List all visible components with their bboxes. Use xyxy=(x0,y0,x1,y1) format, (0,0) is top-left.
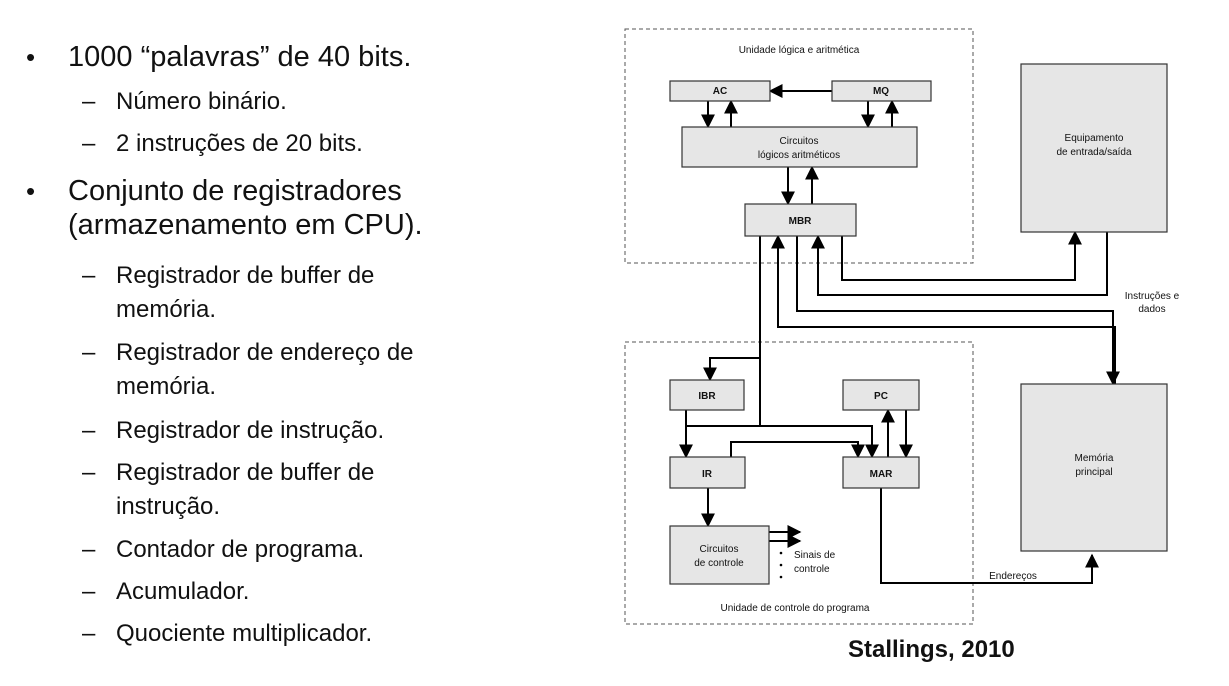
data-label-line-2: dados xyxy=(1138,304,1165,315)
sub-ibr: Registrador de buffer de instrução. xyxy=(82,456,375,524)
sub-mq: Quociente multiplicador. xyxy=(82,617,373,651)
data-label-line-1: Instruções e xyxy=(1125,291,1180,302)
control-signal-dots xyxy=(779,551,783,579)
sub-mbr-line-1: Registrador de buffer de xyxy=(116,262,375,289)
pc-register xyxy=(842,379,920,411)
pc-register-label: PC xyxy=(874,391,888,402)
sub-two-instructions-text: 2 instruções de 20 bits. xyxy=(116,130,363,157)
address-label: Endereços xyxy=(989,571,1037,582)
arithmetic-logic-circuits xyxy=(681,126,918,168)
control-signals-label-line-1: Sinais de xyxy=(794,550,836,561)
sub-ibr-line-2: instrução. xyxy=(116,493,221,520)
sub-pc: Contador de programa. xyxy=(82,533,365,567)
mq-register xyxy=(831,80,932,102)
source-caption: Stallings, 2010 xyxy=(848,636,1015,663)
ir-register-label: IR xyxy=(702,469,713,480)
sub-two-instructions: 2 instruções de 20 bits. xyxy=(82,127,363,161)
sub-ac: Acumulador. xyxy=(82,575,250,609)
main-memory-label-line-1: Memória xyxy=(1075,453,1114,464)
mar-register-label: MAR xyxy=(870,469,894,480)
alu-region-label: Unidade lógica e aritmética xyxy=(739,45,860,56)
main-memory-label-line-2: principal xyxy=(1075,467,1112,478)
io-label-line-2: de entrada/saída xyxy=(1056,147,1131,158)
ac-register xyxy=(669,80,771,102)
sub-binary-number-text: Número binário. xyxy=(116,88,287,115)
mbr-register xyxy=(744,203,857,237)
sub-mbr-line-2: memória. xyxy=(116,296,217,323)
control-signals-label-line-2: controle xyxy=(794,564,830,575)
mar-register xyxy=(842,456,920,489)
sub-ir-line-1: Registrador de instrução. xyxy=(116,417,385,444)
ias-architecture-diagram: Unidade lógica e aritmética Unidade de c… xyxy=(624,28,1180,625)
control-circuits-label-line-2: de controle xyxy=(694,558,744,569)
bullet-registers: Conjunto de registradores (armazenamento… xyxy=(26,174,423,242)
sub-mq-line-1: Quociente multiplicador. xyxy=(116,620,373,647)
alc-label-line-1: Circuitos xyxy=(780,136,819,147)
bullet-registers-line-2: (armazenamento em CPU). xyxy=(68,209,423,241)
sub-mbr: Registrador de buffer de memória. xyxy=(82,259,375,327)
mq-register-label: MQ xyxy=(873,86,889,97)
bullet-list: 1000 “palavras” de 40 bits. Número binár… xyxy=(0,0,600,686)
bullet-words: 1000 “palavras” de 40 bits. xyxy=(26,40,412,74)
control-circuits xyxy=(669,525,770,585)
bullet-registers-line-1: Conjunto de registradores xyxy=(68,175,402,207)
bullet-words-text: 1000 “palavras” de 40 bits. xyxy=(68,41,412,73)
sub-mar-line-2: memória. xyxy=(116,373,217,400)
io-equipment xyxy=(1020,63,1168,233)
ir-register xyxy=(669,456,746,489)
alu-region xyxy=(624,28,974,264)
sub-ir: Registrador de instrução. xyxy=(82,414,385,448)
sub-ac-line-1: Acumulador. xyxy=(116,578,250,605)
sub-ibr-line-1: Registrador de buffer de xyxy=(116,459,375,486)
ibr-register-label: IBR xyxy=(698,391,716,402)
connection-wires xyxy=(679,84,1120,584)
io-label-line-1: Equipamento xyxy=(1065,133,1124,144)
ibr-register xyxy=(669,379,745,411)
control-circuits-label-line-1: Circuitos xyxy=(700,544,739,555)
sub-pc-line-1: Contador de programa. xyxy=(116,536,365,563)
control-unit-region-label: Unidade de controle do programa xyxy=(721,603,870,614)
alc-label-line-2: lógicos aritméticos xyxy=(758,150,840,161)
ac-register-label: AC xyxy=(713,86,727,97)
mbr-register-label: MBR xyxy=(789,216,813,227)
sub-mar-line-1: Registrador de endereço de xyxy=(116,339,414,366)
sub-binary-number: Número binário. xyxy=(82,85,287,119)
main-memory xyxy=(1020,383,1168,552)
sub-mar: Registrador de endereço de memória. xyxy=(82,336,414,404)
